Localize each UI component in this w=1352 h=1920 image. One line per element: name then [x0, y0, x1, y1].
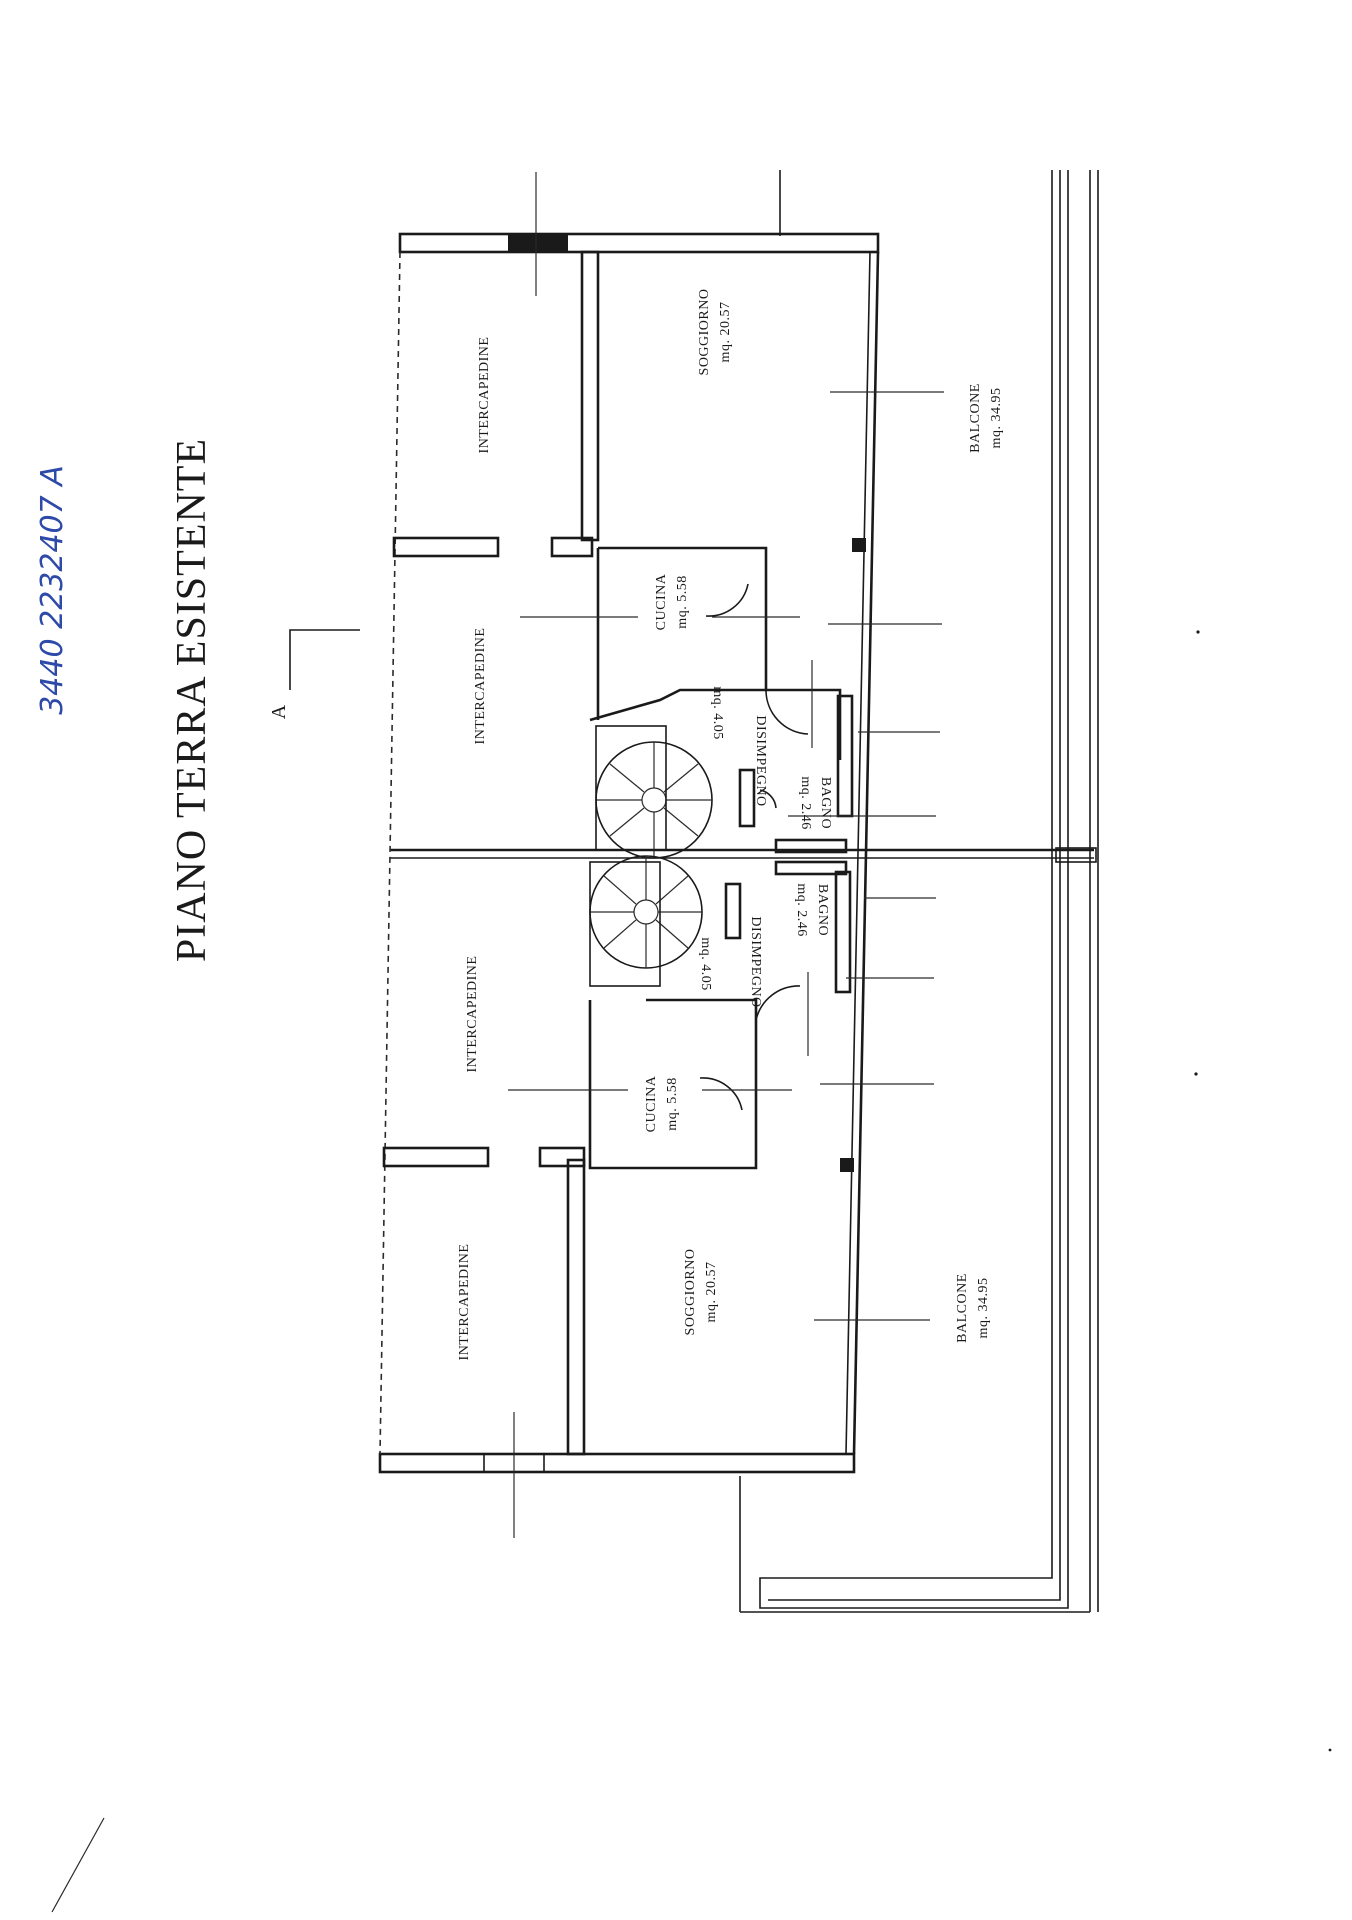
scan-marks	[51, 630, 1332, 1913]
room-area: mq. 4.05	[698, 937, 713, 990]
disimpegno-unit2: DISIMPEGNO mq. 4.05	[698, 916, 763, 1007]
intercapedine-label: INTERCAPEDINE	[473, 628, 488, 745]
room-name: BALCONE	[968, 383, 983, 453]
balcone-unit2: BALCONE mq. 34.95	[955, 1273, 991, 1343]
section-marker-label: A	[268, 704, 290, 719]
room-area: mq. 5.58	[665, 1077, 680, 1130]
room-name: DISIMPEGNO	[753, 715, 768, 806]
leader-lines	[508, 172, 944, 1538]
room-name: BAGNO	[815, 884, 830, 936]
spiral-stair-unit2	[589, 855, 703, 987]
bagno-unit1: BAGNO mq. 2.46	[798, 776, 833, 829]
room-name: CUCINA	[644, 1075, 659, 1132]
room-area: mq. 4.05	[710, 686, 725, 739]
cucina-unit1: CUCINA mq. 5.58	[654, 573, 690, 630]
party-wall	[390, 847, 1097, 863]
building-walls	[378, 232, 880, 1474]
room-name: BAGNO	[818, 777, 833, 829]
bagno-unit2: BAGNO mq. 2.46	[794, 883, 830, 936]
intercapedine-label: INTERCAPEDINE	[477, 337, 492, 454]
intercapedine-label: INTERCAPEDINE	[465, 956, 480, 1073]
room-area: mq. 20.57	[704, 1262, 719, 1323]
room-name: BALCONE	[955, 1273, 970, 1343]
plan-title: PIANO TERRA ESISTENTE	[169, 438, 215, 962]
room-area: mq. 2.46	[798, 776, 813, 829]
room-area: mq. 5.58	[675, 575, 690, 628]
spiral-stair-unit1	[595, 725, 713, 859]
room-area: mq. 20.57	[718, 302, 733, 363]
section-marker: A	[268, 629, 360, 719]
soggiorno-unit2: SOGGIORNO mq. 20.57	[683, 1249, 719, 1336]
room-name: SOGGIORNO	[683, 1249, 698, 1336]
balcony-outline	[739, 170, 1099, 1613]
room-name: DISIMPEGNO	[748, 916, 763, 1007]
handwritten-note: 3440 2232407 A	[35, 465, 70, 715]
room-area: mq. 34.95	[989, 388, 1004, 449]
room-name: CUCINA	[654, 573, 669, 630]
room-area: mq. 2.46	[794, 883, 809, 936]
door-swings	[699, 583, 809, 1111]
cucina-unit2: CUCINA mq. 5.58	[644, 1075, 680, 1132]
disimpegno-unit1: DISIMPEGNO mq. 4.05	[710, 686, 768, 806]
room-area: mq. 34.95	[976, 1278, 991, 1339]
balcone-unit1: BALCONE mq. 34.95	[968, 383, 1004, 453]
room-name: SOGGIORNO	[697, 289, 712, 376]
intercapedine-label: INTERCAPEDINE	[457, 1244, 472, 1361]
soggiorno-unit1: SOGGIORNO mq. 20.57	[697, 289, 733, 376]
